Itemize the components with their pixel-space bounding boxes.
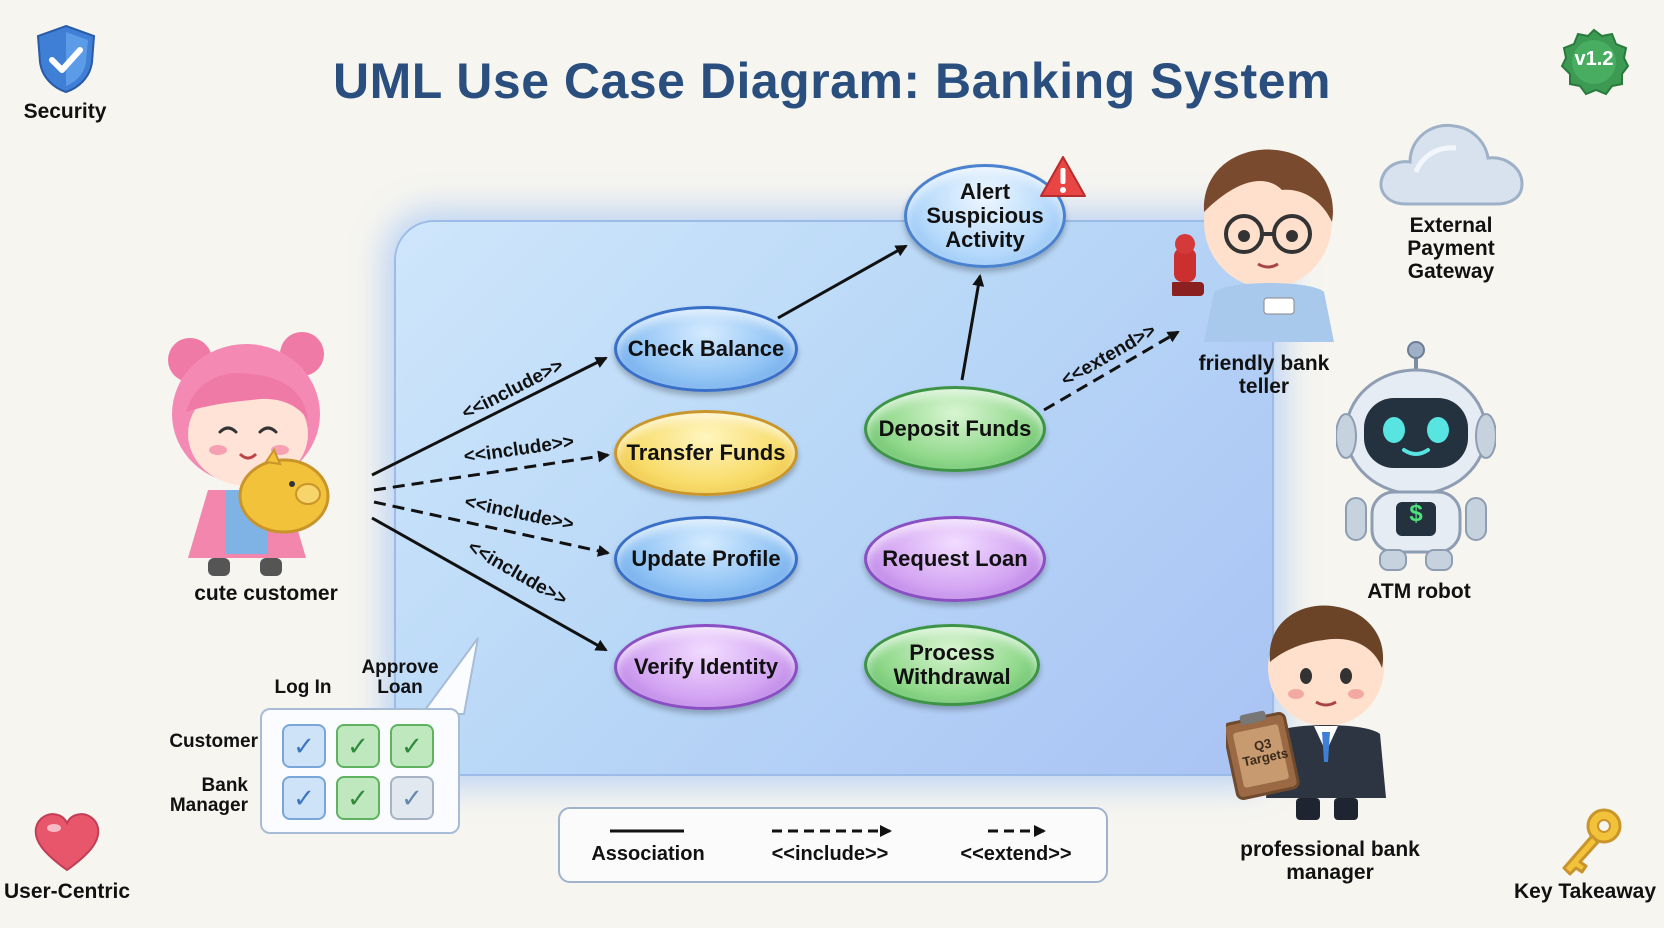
- checkbox-customer-col2: ✓: [336, 724, 380, 768]
- association-deposit-to-alert: [960, 274, 985, 381]
- key-takeaway-label: Key Takeaway: [1513, 880, 1657, 903]
- atm-robot-icon: [1336, 341, 1496, 571]
- version-badge-icon: [1560, 28, 1630, 96]
- permission-row-bank-manager: Bank Manager: [169, 775, 248, 816]
- association-to-verify-identity: [371, 516, 608, 652]
- checkbox-manager-col2: ✓: [336, 776, 380, 820]
- checkbox-customer-approve: ✓: [390, 724, 434, 768]
- checkbox-customer-login: ✓: [282, 724, 326, 768]
- page-title: UML Use Case Diagram: Banking System: [333, 53, 1331, 109]
- customer-label: cute customer: [194, 582, 338, 605]
- permission-column-log-in: Log In: [274, 677, 332, 698]
- atm-dollar-sign: $: [1409, 500, 1423, 527]
- legend-extend: <<extend>>: [960, 843, 1072, 865]
- checkbox-manager-approve: ✓: [390, 776, 434, 820]
- association-to-check-balance: [371, 356, 608, 477]
- use-case-transfer-funds[interactable]: Transfer Funds: [614, 410, 798, 496]
- include-to-transfer-funds: [373, 450, 610, 492]
- include-to-update-profile: [373, 500, 610, 557]
- use-case-alert-suspicious-activity[interactable]: Alert Suspicious Activity: [904, 164, 1066, 268]
- heart-icon: [34, 813, 100, 872]
- use-case-process-withdrawal[interactable]: Process Withdrawal: [864, 624, 1040, 706]
- association-balance-to-alert: [777, 244, 908, 320]
- teller-label: friendly bank teller: [1198, 352, 1330, 399]
- legend-association: Association: [591, 843, 705, 865]
- system-boundary: [394, 220, 1274, 776]
- teller-avatar-icon: [1172, 149, 1334, 342]
- warning-icon: [1040, 156, 1086, 197]
- legend-lines: [610, 825, 1046, 837]
- payment-gateway-label: External Payment Gateway: [1407, 214, 1495, 284]
- cloud-icon: [1379, 123, 1524, 206]
- legend-include: <<include>>: [771, 843, 889, 865]
- key-icon: [1562, 808, 1622, 876]
- use-case-verify-identity[interactable]: Verify Identity: [614, 624, 798, 710]
- permission-row-customer: Customer: [169, 731, 258, 752]
- checkbox-manager-login: ✓: [282, 776, 326, 820]
- permission-column-approve-loan: Approve Loan: [361, 657, 439, 698]
- atm-robot-label: ATM robot: [1367, 580, 1471, 603]
- shield-icon: [36, 24, 96, 94]
- security-label: Security: [23, 100, 107, 123]
- version-badge: v1.2: [1574, 48, 1614, 70]
- customer-avatar-icon: [168, 332, 330, 576]
- extend-deposit-to-teller: [1043, 330, 1180, 412]
- use-case-update-profile[interactable]: Update Profile: [614, 516, 798, 602]
- use-case-check-balance[interactable]: Check Balance: [614, 306, 798, 392]
- legend: [558, 807, 1108, 883]
- manager-label: professional bank manager: [1240, 838, 1420, 885]
- use-case-deposit-funds[interactable]: Deposit Funds: [864, 386, 1046, 472]
- user-centric-label: User-Centric: [3, 880, 131, 903]
- manager-avatar-icon: [1226, 605, 1386, 820]
- use-case-request-loan[interactable]: Request Loan: [864, 516, 1046, 602]
